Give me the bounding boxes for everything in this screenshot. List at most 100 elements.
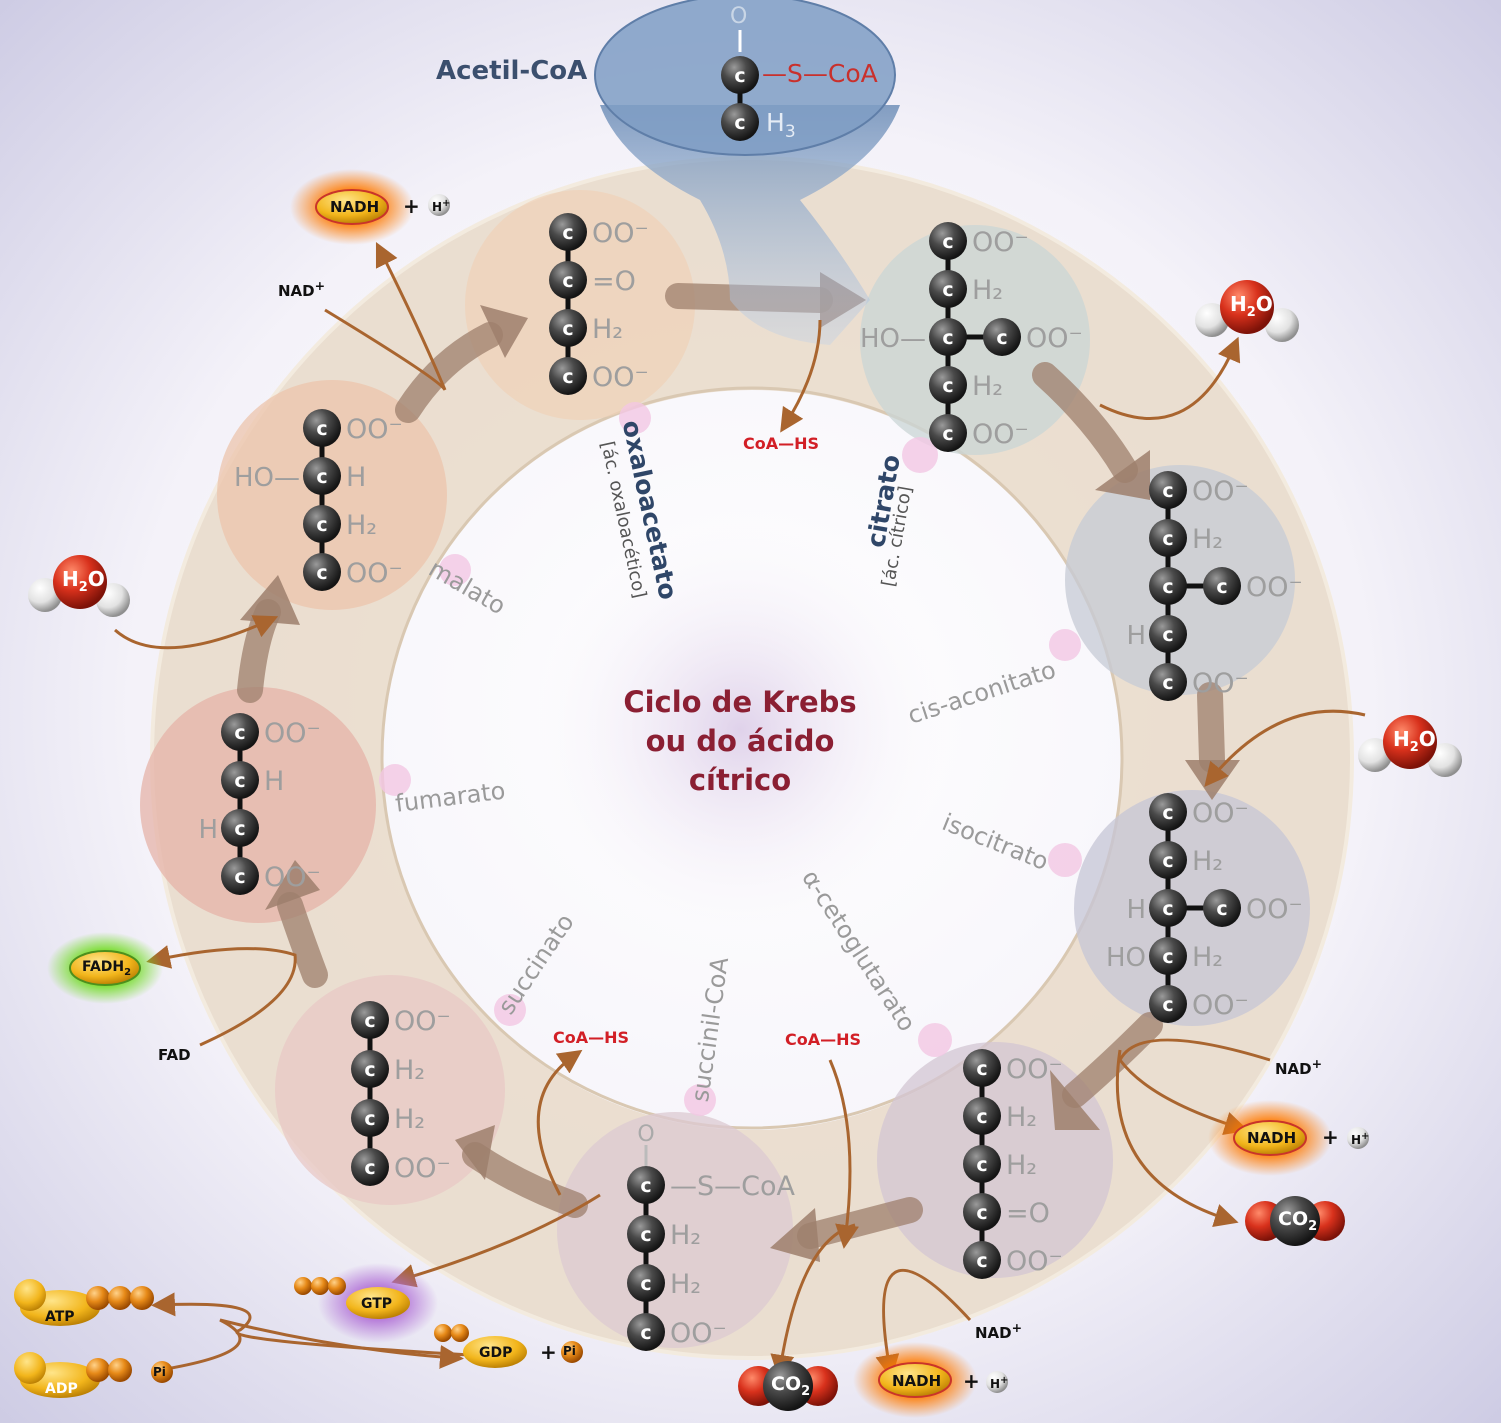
label-adp: ADP xyxy=(45,1381,78,1397)
carbon-atom xyxy=(1149,793,1187,831)
group-label: H₂ xyxy=(670,1220,701,1251)
molecule-acetyl-coa: cc xyxy=(721,30,759,141)
label-nad-1: NAD+ xyxy=(278,278,326,300)
carbon-atom xyxy=(303,457,341,495)
label-plus-1: + xyxy=(403,194,420,218)
label-gtp: GTP xyxy=(361,1296,393,1312)
carbon-letter: c xyxy=(234,722,245,744)
label-water-1: H2O xyxy=(1230,292,1273,320)
cofactor-arrows xyxy=(114,241,1366,1379)
group-label: OO⁻ xyxy=(972,227,1029,258)
carbon-atom xyxy=(929,222,967,260)
group-label: OO⁻ xyxy=(1246,572,1303,603)
title-line-2: ou do ácido xyxy=(645,724,835,759)
carbon-atom xyxy=(1149,519,1187,557)
center-glow xyxy=(510,500,970,960)
carbon-atom xyxy=(627,1313,665,1351)
group-label: H₂ xyxy=(670,1269,701,1300)
carbon-letter: c xyxy=(364,1010,375,1032)
group-label-left: H xyxy=(1126,621,1146,651)
label-atp: ATP xyxy=(45,1309,75,1325)
group-label: H₂ xyxy=(972,275,1003,306)
group-label: OO⁻ xyxy=(264,862,321,893)
carbon-letter: c xyxy=(942,279,953,301)
group-label: =O xyxy=(1006,1198,1050,1229)
carbon-letter: c xyxy=(562,318,573,340)
carbon-letter: c xyxy=(316,466,327,488)
group-label: H₂ xyxy=(346,510,377,541)
label-fad: FAD xyxy=(158,1046,191,1064)
group-label: OO⁻ xyxy=(592,362,649,393)
cycle-arrowheads xyxy=(240,272,1240,1262)
carbon-atom xyxy=(929,366,967,404)
group-label: H₂ xyxy=(1006,1150,1037,1181)
carbon-atom xyxy=(549,213,587,251)
carbon-letter: c xyxy=(976,1154,987,1176)
disc-fumarato xyxy=(140,687,376,923)
group-label: OO⁻ xyxy=(1006,1246,1063,1277)
group-label: —S—CoA xyxy=(670,1171,796,1202)
carbon-letter: c xyxy=(976,1106,987,1128)
label-co2-1: CO2 xyxy=(1278,1208,1318,1234)
label-plus-2: + xyxy=(1322,1125,1339,1149)
carbon-letter: c xyxy=(1162,994,1173,1016)
group-label: OO⁻ xyxy=(1192,798,1249,829)
carbon-letter: c xyxy=(364,1157,375,1179)
carbon-letter: c xyxy=(734,112,745,134)
group-label: H₂ xyxy=(394,1055,425,1086)
carbon-letter: c xyxy=(562,222,573,244)
carbon-letter: c xyxy=(316,418,327,440)
carbon-letter: c xyxy=(1162,624,1173,646)
carbon-letter: c xyxy=(562,270,573,292)
carbon-atom xyxy=(351,1001,389,1039)
label-co2-2: CO2 xyxy=(771,1373,811,1399)
group-label: H₂ xyxy=(1192,846,1223,877)
carbon-letter: c xyxy=(640,1322,651,1344)
disc-succinil-coa xyxy=(557,1112,793,1348)
carbon-letter: c xyxy=(640,1224,651,1246)
carbon-letter: c xyxy=(640,1273,651,1295)
carbon-atom xyxy=(221,857,259,895)
title-line-1: Ciclo de Krebs xyxy=(623,685,857,719)
carbon-atom xyxy=(1149,471,1187,509)
carbon-atom xyxy=(221,713,259,751)
carbon-atom xyxy=(963,1049,1001,1087)
carbon-atom xyxy=(303,409,341,447)
carbon-letter: c xyxy=(1162,480,1173,502)
carbon-atom xyxy=(549,261,587,299)
group-label-left: H xyxy=(1126,895,1146,925)
carbon-letter: c xyxy=(316,514,327,536)
carbon-letter: c xyxy=(942,231,953,253)
group-label: H₂ xyxy=(1192,524,1223,555)
label-plus-gdp: + xyxy=(540,1340,557,1364)
carbon-letter: c xyxy=(234,866,245,888)
label-coa-hs-2: CoA—HS xyxy=(553,1028,630,1047)
group-label: OO⁻ xyxy=(346,558,403,589)
carbon-letter: c xyxy=(1162,802,1173,824)
group-label: H xyxy=(346,462,366,493)
label-h-1: H+ xyxy=(432,198,451,214)
group-label: OO⁻ xyxy=(1192,476,1249,507)
label-pi-2: Pi xyxy=(153,1365,166,1379)
group-label: OO⁻ xyxy=(394,1153,451,1184)
group-label-left: HO— xyxy=(234,463,300,493)
group-label: OO⁻ xyxy=(592,218,649,249)
disc-succinato xyxy=(275,975,505,1205)
label-water-3: H2O xyxy=(62,567,105,595)
carbon-atom xyxy=(627,1264,665,1302)
group-label: H xyxy=(264,766,284,797)
group-label: OO⁻ xyxy=(1192,668,1249,699)
carbon-letter: c xyxy=(942,375,953,397)
carbon-atom xyxy=(627,1166,665,1204)
ring-inner-edge xyxy=(380,386,1124,1130)
group-label: H₂ xyxy=(394,1104,425,1135)
name-dots xyxy=(379,402,1082,1116)
label-nadh-2: NADH xyxy=(1247,1129,1297,1147)
